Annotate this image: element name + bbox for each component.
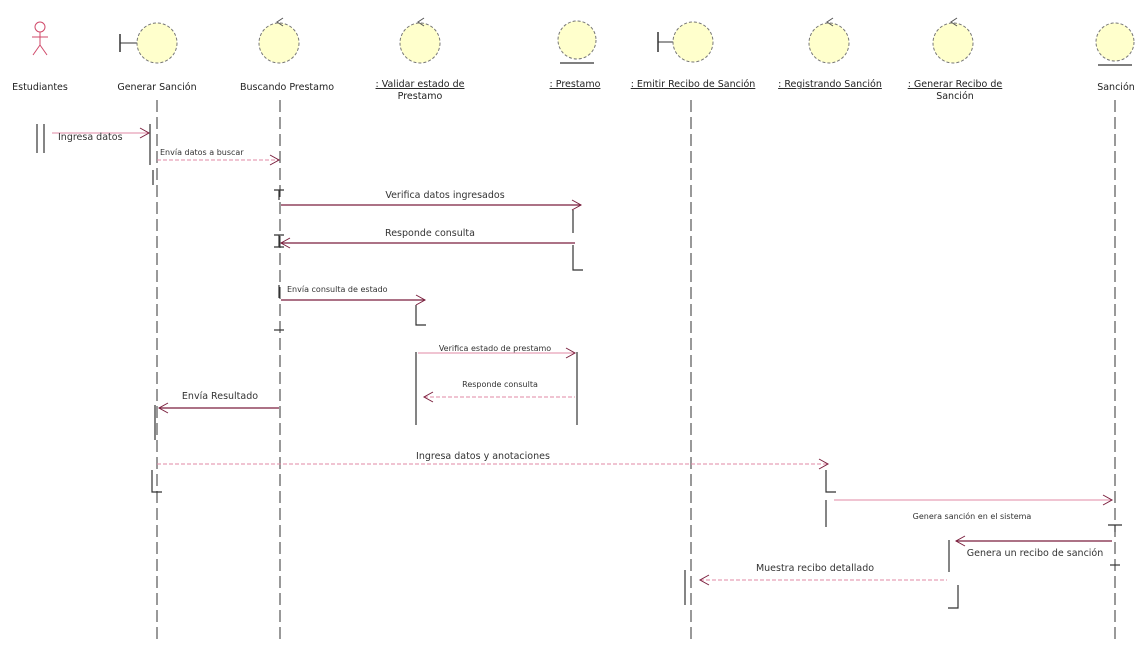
activation-bar: [572, 210, 583, 271]
message-label: Ingresa datos y anotaciones: [416, 451, 550, 462]
message-genera-recibo: Genera un recibo de sanción: [954, 535, 1112, 559]
message-label: Genera un recibo de sanción: [967, 548, 1104, 559]
activation-bar: [1108, 524, 1122, 532]
message-ingresa-datos-anotaciones: Ingresa datos y anotaciones: [157, 451, 830, 470]
message-genera-sancion: Genera sanción en el sistema: [834, 494, 1114, 521]
message-label: Envía Resultado: [182, 391, 258, 402]
control-icon: [399, 17, 441, 64]
participant-label-generar-sancion: Generar Sanción: [117, 82, 196, 93]
message-label: Responde consulta: [462, 380, 538, 389]
message-label: Envía consulta de estado: [287, 285, 388, 294]
boundary-icon: [119, 22, 178, 64]
entity-icon: [1095, 22, 1135, 66]
message-responde-consulta-estado: Responde consulta: [422, 380, 575, 403]
message-responde-consulta: Responde consulta: [279, 228, 575, 249]
message-verifica-estado: Verifica estado de prestamo: [418, 344, 577, 359]
participant-label-prestamo: : Prestamo: [550, 79, 601, 90]
participant-label-generar-recibo: : Generar Recibo de: [908, 79, 1003, 90]
control-icon: [258, 17, 300, 64]
message-label: Ingresa datos: [58, 132, 123, 143]
activation-bar: [948, 585, 959, 609]
participant-label-emitir-recibo: : Emitir Recibo de Sanción: [631, 79, 756, 90]
message-label: Verifica datos ingresados: [385, 190, 504, 201]
message-verifica-datos: Verifica datos ingresados: [281, 190, 583, 211]
participant-label-validar-estado: : Validar estado de: [376, 79, 465, 90]
participant-label-actor: Estudiantes: [12, 82, 68, 93]
participant-label-sancion: Sanción: [1097, 82, 1135, 93]
message-ingresa-datos: Ingresa datos: [52, 127, 151, 143]
message-label: Verifica estado de prestamo: [439, 344, 551, 353]
participant-label-registrando-sancion: : Registrando Sanción: [778, 79, 882, 90]
activation-bar: [149, 124, 154, 185]
message-label: Genera sanción en el sistema: [913, 511, 1032, 521]
control-icon: [932, 17, 974, 64]
actor-icon: [32, 21, 48, 56]
entity-icon: [557, 20, 597, 64]
message-label: Responde consulta: [385, 228, 475, 239]
activation-bar: [415, 305, 426, 326]
message-envia-resultado: Envía Resultado: [157, 391, 279, 414]
activation-bar: [36, 124, 45, 153]
boundary-icon: [657, 21, 714, 63]
message-label: Muestra recibo detallado: [756, 563, 874, 574]
activation-bar: [274, 234, 284, 248]
participant-label-buscando-prestamo: Buscando Prestamo: [240, 82, 334, 93]
message-envia-datos-a-buscar: Envía datos a buscar: [157, 148, 281, 166]
message-muestra-recibo: Muestra recibo detallado: [698, 563, 947, 586]
message-envia-consulta-estado: Envía consulta de estado: [281, 285, 427, 306]
activation-bar: [151, 470, 162, 493]
activation-bar: [825, 470, 836, 493]
participant-label-validar-estado-line2: Prestamo: [398, 91, 443, 102]
control-icon: [808, 17, 850, 64]
participant-label-generar-recibo-line2: Sanción: [936, 91, 974, 102]
message-label: Envía datos a buscar: [160, 148, 244, 157]
activation-bar: [274, 189, 284, 200]
